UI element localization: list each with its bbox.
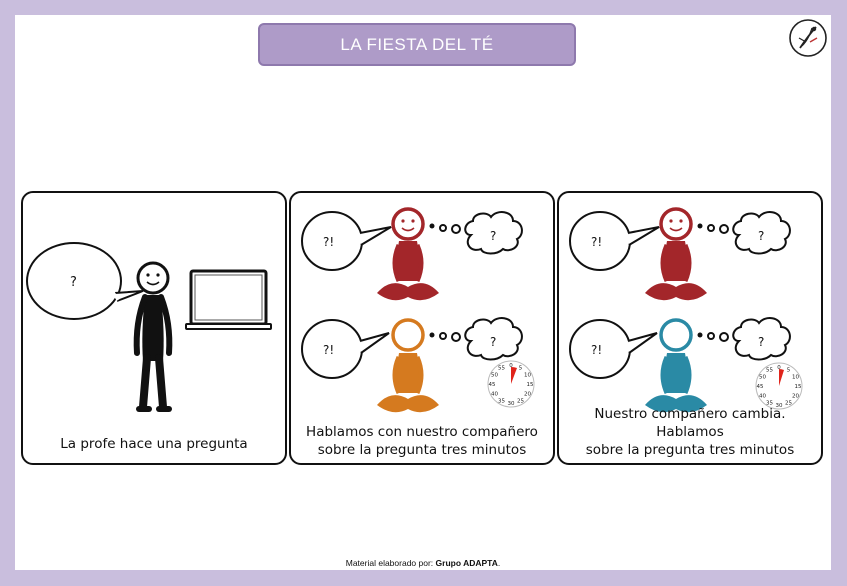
bubble-question-mark: ? (70, 275, 77, 290)
timer-label: 55 (766, 368, 773, 374)
caption-line: Hablamos con nuestro compañero (306, 424, 538, 440)
timer-label: 5 (519, 366, 523, 372)
timer-label: 15 (795, 384, 802, 390)
thought-text: ? (758, 229, 764, 243)
timer-label: 40 (759, 394, 766, 400)
seated-person-teal-icon (645, 318, 707, 413)
panel-caption: Nuestro compañero cambia. Hablamos sobre… (563, 405, 817, 459)
thought-bubble-icon (732, 211, 791, 255)
timer-label: 25 (517, 399, 524, 405)
seated-person-red-icon (377, 207, 439, 301)
timer-label: 50 (759, 375, 766, 381)
speech-text: ?! (323, 343, 334, 357)
page-title: LA FIESTA DEL TÉ (258, 23, 576, 66)
timer-label: 20 (792, 394, 799, 400)
timer-label: 45 (489, 382, 496, 388)
speech-bubble-icon (569, 211, 660, 271)
speech-bubble-icon (569, 319, 658, 379)
timer-label: 10 (524, 373, 531, 379)
timer-label: 55 (498, 366, 505, 372)
timer-label: 0 (509, 363, 513, 369)
thought-text: ? (490, 335, 496, 349)
speech-text: ?! (591, 343, 602, 357)
caption-line: Nuestro compañero cambia. Hablamos (594, 406, 786, 440)
panel-caption: Hablamos con nuestro compañero sobre la … (295, 423, 549, 459)
speech-text: ?! (323, 235, 334, 249)
thought-bubble-icon (464, 211, 523, 255)
timer-label: 45 (757, 384, 764, 390)
worksheet: LA FIESTA DEL TÉ ? (15, 15, 831, 570)
speech-bubble-icon (301, 211, 392, 271)
timer-label: 50 (491, 373, 498, 379)
panel-caption: La profe hace una pregunta (60, 436, 248, 452)
footer-credit: Material elaborado por: Grupo ADAPTA. (15, 558, 831, 568)
timer-label: 10 (792, 375, 799, 381)
footer-author: Grupo ADAPTA (435, 558, 498, 568)
seated-person-orange-icon (377, 318, 439, 413)
laptop-icon (185, 269, 272, 330)
speech-bubble-icon (301, 319, 390, 379)
caption-line: sobre la pregunta tres minutos (585, 442, 795, 458)
panel-teacher-question: ? La profe hace una pre (21, 191, 287, 465)
footer-suffix: . (497, 558, 501, 568)
panel-illustration: ?! ? (301, 207, 535, 413)
panel-first-partner: ?! ? (289, 191, 555, 465)
logo-icon (789, 19, 827, 57)
panel-illustration: ?! ? ?! (569, 207, 803, 413)
footer-prefix: Material elaborado por: (345, 558, 436, 568)
timer-label: 15 (527, 382, 534, 388)
timer-label: 35 (766, 401, 773, 407)
thought-text: ? (490, 229, 496, 243)
seated-person-red-icon (645, 207, 707, 301)
timer-label: 25 (785, 401, 792, 407)
panel-partner-changes: ?! ? ?! (557, 191, 823, 465)
speech-text: ?! (591, 235, 602, 249)
thought-text: ? (758, 335, 764, 349)
caption-line: sobre la pregunta tres minutos (317, 442, 527, 458)
timer-label: 20 (524, 392, 531, 398)
timer-label: 30 (776, 403, 783, 409)
timer-label: 35 (498, 399, 505, 405)
thought-bubble-icon (732, 317, 791, 361)
speech-bubble-icon (26, 242, 144, 320)
thought-bubble-icon (464, 317, 523, 361)
panel-illustration: ? (26, 242, 272, 412)
teacher-icon (133, 261, 173, 412)
timer-label: 30 (508, 401, 515, 407)
timer-label: 5 (787, 368, 791, 374)
timer-label: 40 (491, 392, 498, 398)
timer-label: 0 (777, 365, 781, 371)
